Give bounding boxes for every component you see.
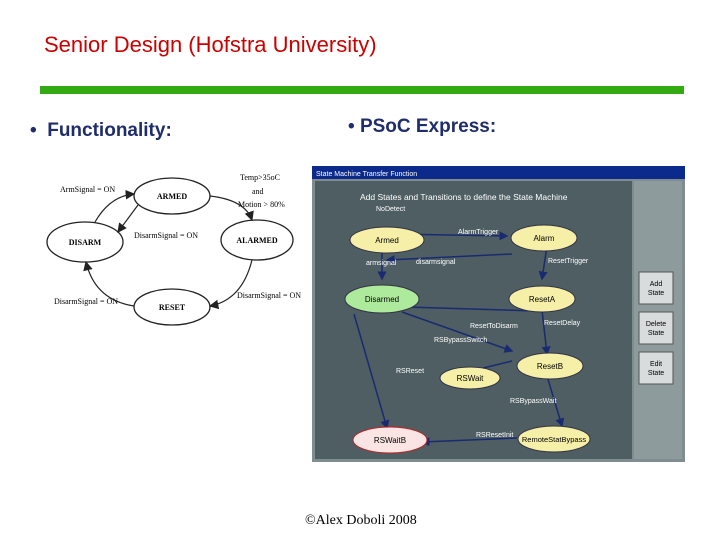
psoc-state-remotestatbypass-label: RemoteStatBypass xyxy=(522,435,586,444)
psoc-state-rswait-label: RSWait xyxy=(457,374,485,383)
psoc-state-rswaitb[interactable] xyxy=(352,426,428,454)
psoc-state-alarm[interactable] xyxy=(510,224,578,252)
psoc-transition-rsbypassswitch: RSBypassSwitch xyxy=(434,337,487,344)
psoc-state-resetb[interactable] xyxy=(516,352,584,380)
add-state-button-line2: State xyxy=(648,290,664,297)
delete-state-button[interactable]: Delete State xyxy=(638,311,674,345)
psoc-state-rswait[interactable] xyxy=(439,366,501,390)
transition-alarmed-reset xyxy=(208,259,253,310)
delete-state-button-line1: Delete xyxy=(646,321,666,328)
transition-armed-alarmed xyxy=(209,195,254,222)
state-disarm-label: DISARM xyxy=(69,238,102,247)
state-reset-label: RESET xyxy=(159,303,186,312)
edit-state-button[interactable]: Edit State xyxy=(638,351,674,385)
add-state-button-line1: Add xyxy=(650,281,663,288)
psoc-transition-alarmtrigger: AlarmTrigger xyxy=(458,229,499,236)
footer-copyright: ©Alex Doboli 2008 xyxy=(305,513,417,528)
psoc-transition-rsbypasswait: RSBypassWait xyxy=(510,398,556,405)
psoc-transition-resettrigger: ResetTrigger xyxy=(548,258,589,265)
transition-disarm-armed xyxy=(94,189,136,223)
psoc-state-disarmed-label: Disarmed xyxy=(365,295,399,304)
psoc-state-armed[interactable] xyxy=(349,226,425,254)
psoc-state-resetb-label: ResetB xyxy=(537,362,563,371)
psoc-transition-disarmsignal: disarmsignal xyxy=(416,259,456,266)
psoc-state-reseta-label: ResetA xyxy=(529,295,556,304)
psoc-state-reseta[interactable] xyxy=(508,285,576,313)
bullet-functionality: • Functionality: xyxy=(30,120,172,142)
transition-reset-disarm xyxy=(83,260,135,307)
psoc-state-alarm-label: Alarm xyxy=(534,234,555,243)
transition-armed-disarm xyxy=(117,204,139,233)
psoc-transition-rsreset: RSReset xyxy=(396,368,424,375)
add-state-button[interactable]: Add State xyxy=(638,271,674,305)
canvas-header: Add States and Transitions to define the… xyxy=(360,192,568,202)
bullet-functionality-label: Functionality: xyxy=(47,120,172,141)
transition-label-disarm-1: DisarmSignal = ON xyxy=(134,231,198,240)
state-alarmed xyxy=(220,219,294,261)
transition-label-armsignal: ArmSignal = ON xyxy=(60,185,115,194)
transition-label-and: and xyxy=(252,187,264,196)
bullet-psoc-express-label: PSoC Express: xyxy=(359,116,497,137)
bullet-marker: • xyxy=(348,116,355,137)
psoc-state-rswaitb-label: RSWaitB xyxy=(374,436,406,445)
psoc-state-disarmed[interactable] xyxy=(344,284,420,314)
state-alarmed-label: ALARMED xyxy=(236,236,278,245)
edit-state-button-line1: Edit xyxy=(650,361,662,368)
window-title: State Machine Transfer Function xyxy=(316,171,417,178)
psoc-state-armed-label: Armed xyxy=(375,236,399,245)
state-armed-label: ARMED xyxy=(157,192,187,201)
edit-state-button-line2: State xyxy=(648,370,664,377)
bullet-psoc-express: • PSoC Express: xyxy=(348,116,496,138)
transition-label-temp: Temp>35oC xyxy=(240,173,280,182)
psoc-transition-armsignal: armsignal xyxy=(366,260,397,267)
psoc-state-remotestatbypass[interactable] xyxy=(517,425,591,453)
psoc-transition-resetdelay: ResetDelay xyxy=(544,320,581,327)
psoc-express-screenshot: State Machine Transfer Function Add Stat… xyxy=(312,166,685,462)
psoc-transition-resettodisarm: ResetToDisarm xyxy=(470,323,518,330)
slide-title: Senior Design (Hofstra University) xyxy=(44,32,377,57)
transition-label-disarm-2: DisarmSignal = ON xyxy=(54,297,118,306)
transition-label-disarm-3: DisarmSignal = ON xyxy=(237,291,301,300)
delete-state-button-line2: State xyxy=(648,330,664,337)
title-divider xyxy=(40,86,684,94)
psoc-transition-nodetect: NoDetect xyxy=(376,206,405,213)
transition-label-motion: Motion > 80% xyxy=(238,200,285,209)
psoc-transition-rsresetinit: RSResetInit xyxy=(476,432,513,439)
bullet-marker: • xyxy=(30,120,37,141)
